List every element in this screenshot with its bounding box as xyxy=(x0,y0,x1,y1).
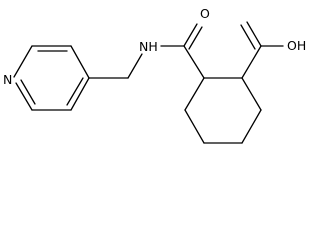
pyridine-ring xyxy=(13,45,90,111)
chemical-structure: N NH O OH xyxy=(3,6,306,144)
bond-ring-c2-c3 xyxy=(241,77,262,111)
bond-pyridine-c6-n xyxy=(15,82,33,111)
linker-bonds xyxy=(88,23,205,79)
bond-acid-co-double-inner xyxy=(240,24,256,50)
bond-ring-c3-c4 xyxy=(241,109,262,144)
pyridine-nitrogen-label: N xyxy=(3,72,12,87)
bond-pyridine-c3-c4 xyxy=(70,45,90,79)
cyclohexane-ring xyxy=(184,77,262,144)
amide-nh-label: NH xyxy=(139,39,158,54)
bond-pyridine-n-c2 xyxy=(13,45,33,78)
bond-ring-c6-c1 xyxy=(184,77,205,111)
bond-pyridine-c6-n-inner xyxy=(20,79,36,105)
bond-carbonyl-ring-c1 xyxy=(183,45,205,79)
bond-carbonyl-co xyxy=(183,23,198,47)
bond-carbonyl-co-double xyxy=(188,26,203,50)
bond-pyridine-c4-c5 xyxy=(70,77,90,111)
bond-ch2-nh xyxy=(127,53,143,79)
bond-acid-co-double xyxy=(246,21,262,47)
bond-ring-c5-c6 xyxy=(184,109,205,144)
carbonyl-oxygen-label: O xyxy=(200,6,210,21)
bond-pyridine-c4-c5-inner xyxy=(66,77,84,106)
carboxylic-acid-group xyxy=(240,21,284,79)
carboxylic-oh-label: OH xyxy=(287,38,306,53)
bond-ring-c2-acid-c xyxy=(241,45,262,79)
